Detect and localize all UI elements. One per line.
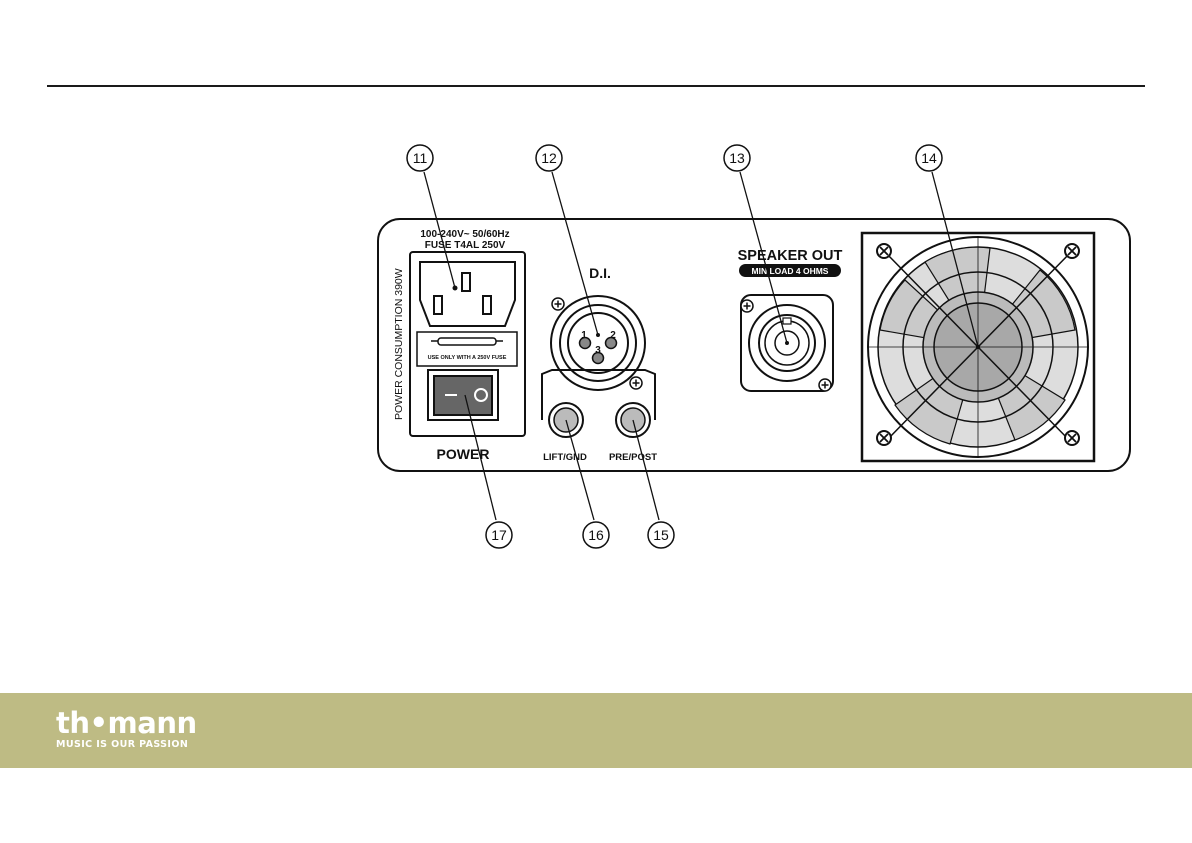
- logo-wordmark: th•mann: [56, 708, 197, 738]
- voltage-label: 100-240V~ 50/60Hz: [420, 229, 509, 240]
- screw-icon: [1065, 244, 1079, 258]
- di-label: D.I.: [589, 265, 611, 281]
- screw-icon: [741, 300, 753, 312]
- rear-panel-diagram: POWER CONSUMPTION 390W 100-240V~ 50/60Hz…: [0, 0, 1192, 693]
- svg-text:13: 13: [729, 150, 745, 166]
- svg-text:12: 12: [541, 150, 557, 166]
- pin-1-label: 1: [581, 330, 587, 341]
- power-consumption-label: POWER CONSUMPTION 390W: [393, 268, 405, 420]
- screw-icon: [552, 298, 564, 310]
- pin-2-label: 2: [610, 330, 616, 341]
- callout-13: 13: [724, 145, 750, 171]
- callout-14: 14: [916, 145, 942, 171]
- fuse-note: USE ONLY WITH A 250V FUSE: [428, 355, 507, 361]
- screw-icon: [1065, 431, 1079, 445]
- screw-icon: [819, 379, 831, 391]
- screw-icon: [877, 431, 891, 445]
- power-switch: [428, 370, 498, 420]
- svg-text:17: 17: [491, 527, 507, 543]
- fuse-holder: USE ONLY WITH A 250V FUSE: [417, 332, 517, 366]
- lift-gnd-label: LIFT/GND: [543, 452, 587, 463]
- callout-16: 16: [583, 522, 609, 548]
- speaker-out-label: SPEAKER OUT: [738, 248, 843, 264]
- pre-post-label: PRE/POST: [609, 452, 657, 463]
- xlr-connector: [551, 296, 645, 390]
- pin-3-label: 3: [595, 345, 601, 356]
- svg-text:15: 15: [653, 527, 669, 543]
- svg-text:14: 14: [921, 150, 937, 166]
- screw-icon: [630, 377, 642, 389]
- callout-17: 17: [486, 522, 512, 548]
- screw-icon: [877, 244, 891, 258]
- callout-11: 11: [407, 145, 433, 171]
- callout-15: 15: [648, 522, 674, 548]
- svg-text:16: 16: [588, 527, 604, 543]
- min-load-label: MIN LOAD 4 OHMS: [752, 266, 829, 276]
- svg-text:11: 11: [413, 150, 428, 166]
- fuse-label: FUSE T4AL 250V: [425, 240, 506, 251]
- callout-12: 12: [536, 145, 562, 171]
- brand-logo: th•mann MUSIC IS OUR PASSION: [56, 708, 197, 751]
- logo-slogan: MUSIC IS OUR PASSION: [56, 738, 197, 751]
